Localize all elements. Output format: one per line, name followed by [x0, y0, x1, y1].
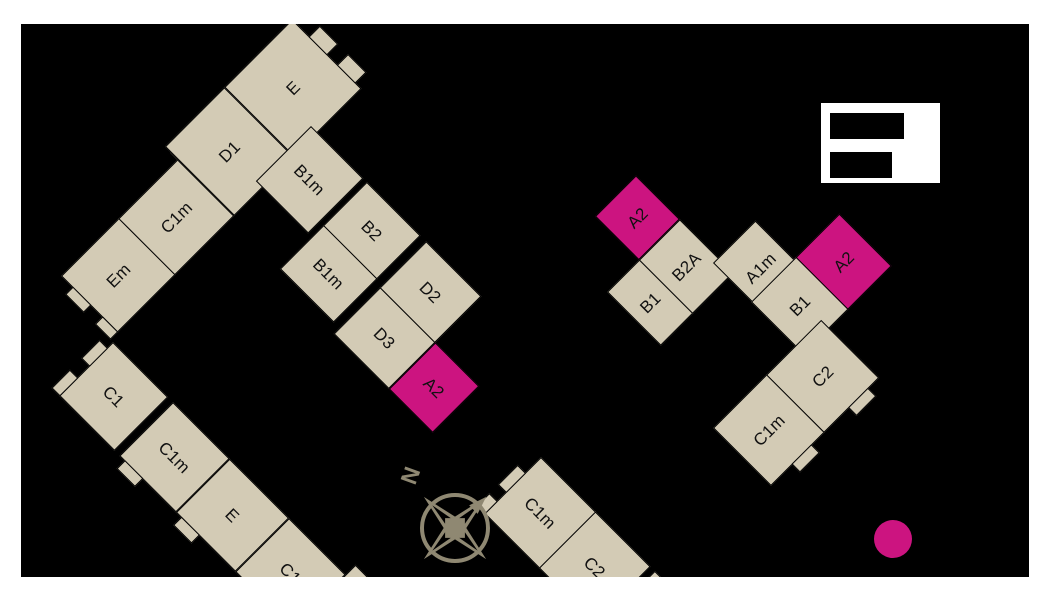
- unit-label: C1m: [154, 437, 195, 477]
- unit-label: C2: [808, 361, 838, 391]
- unit-label: D3: [369, 323, 400, 353]
- unit-label: A2: [419, 373, 449, 402]
- unit-label: C2: [580, 552, 610, 577]
- unit-label: C1m: [749, 410, 789, 450]
- unit-label: B1: [635, 288, 665, 317]
- legend-bar-2: [830, 152, 892, 178]
- unit-label: D2: [415, 277, 446, 307]
- unit-label: D1: [214, 137, 244, 167]
- unit-label: A2: [829, 247, 858, 276]
- plan-canvas[interactable]: Em C1m D1 E B1m B2: [21, 24, 1029, 577]
- unit-label: C1: [275, 558, 306, 577]
- compass-rose: N: [393, 462, 503, 572]
- legend-bar-1: [830, 113, 904, 139]
- compass-north-label: N: [395, 463, 425, 488]
- unit-label: B2: [357, 216, 387, 245]
- unit-label: B1m: [309, 254, 348, 294]
- unit-label: C1m: [520, 493, 560, 533]
- unit-label: C1m: [156, 197, 196, 237]
- location-marker-dot[interactable]: [874, 520, 912, 558]
- unit-label: B1: [785, 291, 814, 320]
- unit-label: E: [221, 504, 244, 527]
- unit-label: E: [282, 77, 304, 99]
- unit-label: A2: [623, 203, 652, 232]
- unit-label: Em: [102, 259, 135, 292]
- legend-box[interactable]: [821, 103, 940, 183]
- unit-label: B2A: [667, 248, 705, 285]
- unit-label: B1m: [290, 160, 329, 200]
- unit-label: C1: [99, 381, 129, 411]
